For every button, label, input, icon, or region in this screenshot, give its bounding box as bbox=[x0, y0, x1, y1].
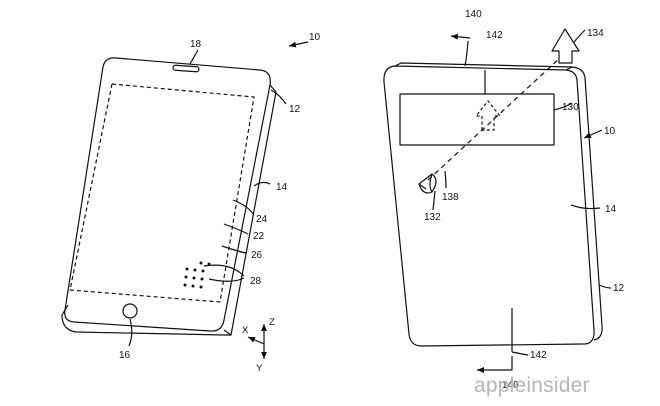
home-button bbox=[123, 304, 137, 318]
ref-16: 16 bbox=[119, 350, 131, 361]
ref-134: 134 bbox=[587, 28, 604, 39]
arrow-134 bbox=[552, 29, 579, 63]
speaker-slot bbox=[173, 65, 199, 72]
ref-130: 130 bbox=[562, 102, 579, 113]
rear-window bbox=[400, 94, 554, 145]
axis-triad bbox=[248, 324, 264, 359]
ref-26: 26 bbox=[251, 250, 263, 261]
ref-142-top: 142 bbox=[486, 30, 503, 41]
ref-14-right: 14 bbox=[605, 204, 617, 215]
device-front-view bbox=[62, 42, 308, 359]
axis-label-x: X bbox=[242, 325, 249, 336]
axis-label-y: Y bbox=[256, 363, 263, 374]
ref-10-left: 10 bbox=[309, 32, 321, 43]
left-ref-labels: 18 10 12 14 24 22 26 28 16 Z X Y bbox=[119, 32, 321, 374]
observer-132 bbox=[419, 174, 436, 193]
ref-14-left: 14 bbox=[276, 182, 288, 193]
ref-12-left: 12 bbox=[289, 104, 301, 115]
ref-18: 18 bbox=[190, 39, 202, 50]
ref-28: 28 bbox=[250, 276, 262, 287]
ref-142-bottom: 142 bbox=[530, 350, 547, 361]
ghost-arrow bbox=[476, 101, 500, 130]
ref-140-top: 140 bbox=[465, 9, 482, 20]
ref-12-right: 12 bbox=[613, 283, 625, 294]
ref-22: 22 bbox=[253, 231, 265, 242]
ref-24: 24 bbox=[256, 214, 268, 225]
display-region bbox=[70, 84, 254, 302]
ref-132: 132 bbox=[424, 212, 441, 223]
device-rear-view bbox=[384, 29, 611, 370]
ref-10-right: 10 bbox=[604, 126, 616, 137]
appleinsider-watermark: appleinsider bbox=[474, 374, 590, 398]
ref-138: 138 bbox=[442, 192, 459, 203]
axis-label-z: Z bbox=[269, 317, 275, 328]
